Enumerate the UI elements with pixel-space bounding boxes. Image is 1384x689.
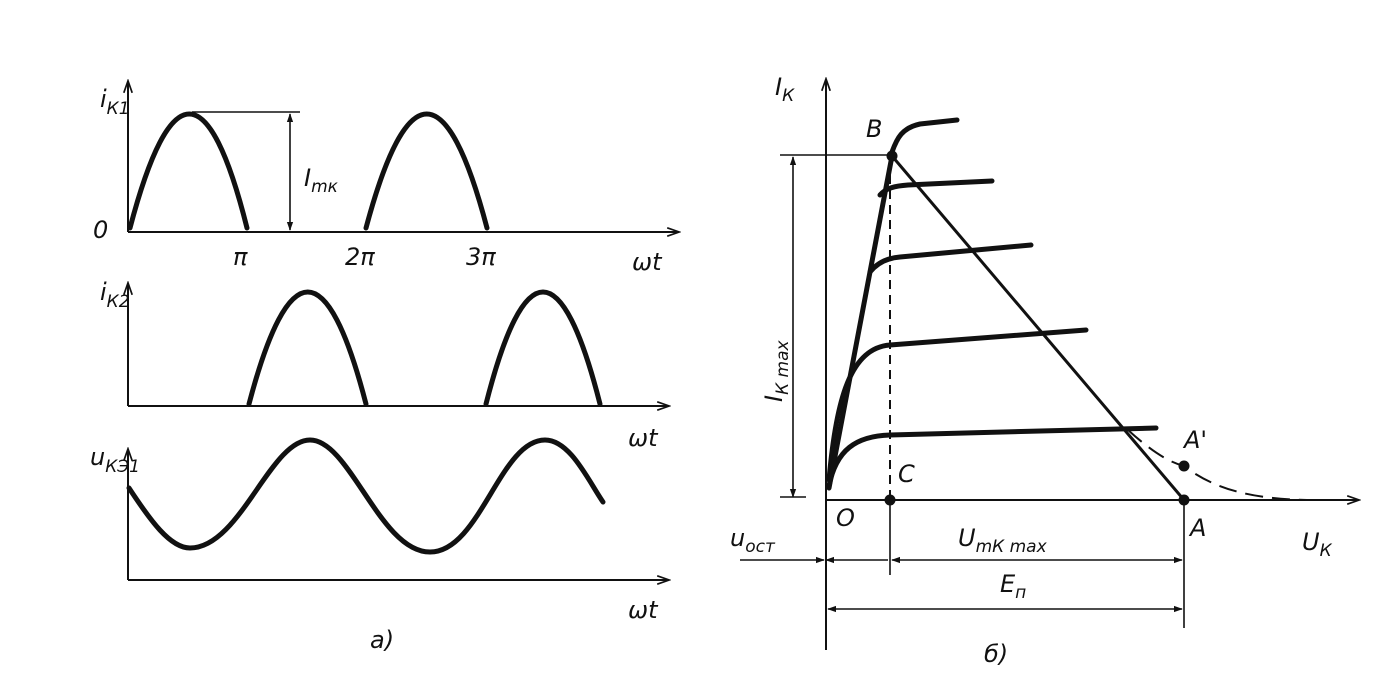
point-c-label: C [898,460,915,488]
panel-b: IК UК B C O A A' IК max uост UmК max Eп … [730,73,1358,668]
plot2-half-wave-2 [483,289,603,407]
plot1-y-label: iК1 [100,85,130,119]
point-b-dot [886,150,898,162]
characteristic-curve-1 [826,425,1159,489]
panel-b-caption: б) [984,640,1008,668]
characteristic-curve-5 [889,117,960,155]
plot2-x-label: ωt [628,424,659,452]
plot1-amplitude-label: Imк [304,164,339,197]
uk-axis-label: UК [1302,528,1333,561]
plot-ik1: iК1 0 π 2π 3π ωt Imк [93,82,678,276]
en-label: Eп [1000,570,1026,603]
point-a-prime-label: A' [1182,426,1207,454]
point-c-dot [884,494,896,506]
plot3-waveform [126,437,606,555]
panel-a: iК1 0 π 2π 3π ωt Imк iК2 ωt uКЭ1 ωt а) [90,82,678,654]
plot-uke1: uКЭ1 ωt [90,437,668,624]
plot2-half-wave-1 [246,289,369,407]
point-a-label: A [1188,514,1206,542]
panel-a-caption: а) [370,626,394,654]
uost-label: uост [730,524,776,557]
plot3-x-label: ωt [628,596,659,624]
plot1-tick-2pi: 2π [345,243,375,271]
plot1-tick-pi: π [233,243,248,271]
ikmax-label: IК max [760,339,793,402]
umkmax-label: UmК max [958,524,1048,557]
plot1-half-wave-1 [127,111,250,231]
characteristic-curve-4 [877,178,995,198]
characteristic-curve-3 [867,242,1034,275]
point-b-label: B [866,115,882,143]
ic-axis-label: IК [775,73,795,106]
load-line [890,155,1186,501]
plot1-zero-label: 0 [93,216,108,244]
saturation-line [826,153,895,491]
characteristic-curve-2 [826,327,1089,483]
point-o-label: O [836,504,855,532]
plot3-y-label: uКЭ1 [90,443,140,477]
plot1-half-wave-2 [363,111,490,231]
plot1-x-label: ωt [632,248,663,276]
dashed-curve [1127,429,1316,501]
point-a-dot [1178,494,1190,506]
plot1-tick-3pi: 3π [466,243,496,271]
plot-ik2: iК2 ωt [100,278,668,452]
plot2-y-label: iК2 [100,278,130,312]
point-a-prime-dot [1178,460,1190,472]
